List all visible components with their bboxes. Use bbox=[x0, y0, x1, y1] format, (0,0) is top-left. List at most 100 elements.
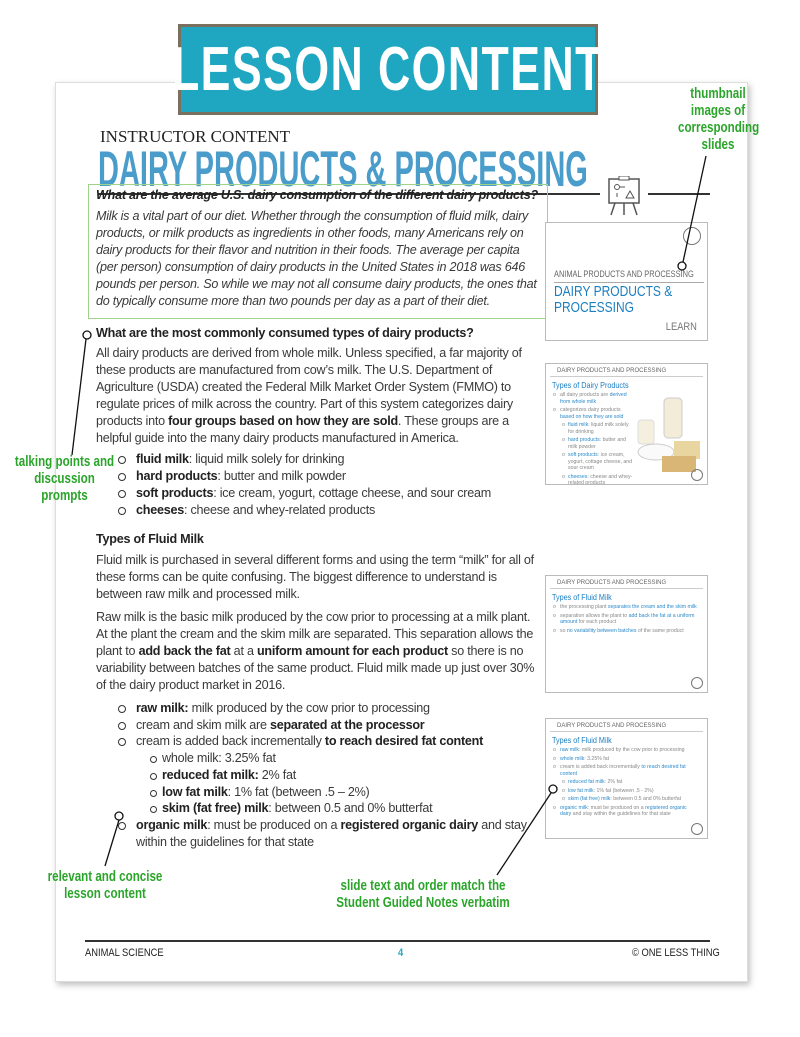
emphasis-text: low fat milk bbox=[568, 787, 594, 794]
emphasis-text: organic milk bbox=[560, 804, 588, 811]
slide-heading: Types of Fluid Milk bbox=[551, 735, 612, 745]
text-run: : between 0.5 and 0% butterfat bbox=[610, 796, 682, 802]
annotation-talking-points: talking points and discussion prompts bbox=[14, 454, 115, 504]
text-run: : ice cream, yogurt, cottage cheese, and… bbox=[568, 452, 633, 471]
annotation-thumbnails: thumbnail images of corresponding slides bbox=[678, 86, 760, 153]
lesson-text-column: What are the average U.S. dairy consumpt… bbox=[88, 184, 548, 850]
slide-kicker: DAIRY PRODUCTS AND PROCESSING bbox=[550, 576, 703, 589]
emphasis-text: registered organic dairy bbox=[340, 817, 479, 832]
list-item: cream is added back incrementally to rea… bbox=[118, 733, 542, 750]
list-item: hard products: butter and milk powder bbox=[118, 468, 542, 485]
text-run: : 2% fat bbox=[604, 779, 623, 785]
sub-list-item: low fat milk: 1% fat (between .5 – 2%) bbox=[150, 784, 542, 801]
text-run: . These groups are a helpful guide into … bbox=[96, 414, 509, 445]
emphasis-text: whole milk bbox=[560, 755, 585, 762]
list-item: cheeses: cheese and whey-related product… bbox=[118, 502, 542, 519]
emphasis-text: separated at the processor bbox=[269, 717, 425, 732]
slide-bullet: separation allows the plant to add back … bbox=[546, 613, 707, 628]
emphasis-text: raw milk bbox=[560, 747, 580, 753]
slide-bullet: cheeses: cheese and whey-related product… bbox=[546, 473, 641, 485]
sub-list-item: skim (fat free) milk: between 0.5 and 0%… bbox=[150, 800, 542, 817]
slide-bullet: organic milk: must be produced on a regi… bbox=[546, 805, 707, 820]
page-number: 4 bbox=[398, 947, 404, 959]
text-run: : liquid milk solely for drinking bbox=[568, 422, 629, 435]
slide-bullet: whole milk: 3.25% fat bbox=[546, 756, 707, 765]
banner-title: LESSON CONTENT bbox=[172, 35, 604, 104]
slide-bullet: so no variability between batches of the… bbox=[546, 628, 707, 637]
lesson-content-banner: LESSON CONTENT bbox=[172, 24, 602, 115]
emphasis-text: organic milk bbox=[136, 817, 208, 832]
emphasis-text: soft products bbox=[568, 452, 598, 458]
text-run: for each product bbox=[577, 619, 617, 625]
footer-copyright: © ONE LESS THING bbox=[632, 947, 720, 959]
text-run: milk produced by the cow prior to proces… bbox=[188, 701, 430, 715]
seal-icon bbox=[691, 823, 703, 835]
emphasis-text: based on how they are sold bbox=[560, 413, 624, 420]
emphasis-text: reduced fat milk: bbox=[162, 767, 259, 782]
emphasis-text: reduced fat milk bbox=[568, 779, 605, 785]
callout-question: What are the average U.S. dairy consumpt… bbox=[96, 188, 538, 202]
text-run: : must be produced on a bbox=[207, 817, 341, 832]
emphasis-text: separates the cream and the skim milk bbox=[607, 604, 697, 610]
text-run: the processing plant bbox=[560, 604, 608, 610]
seal-icon bbox=[691, 469, 703, 481]
footer-rule bbox=[85, 940, 710, 942]
text-run: so there is no variability between batch… bbox=[96, 644, 535, 692]
text-run: : 3.25% fat bbox=[584, 755, 610, 762]
list-item: soft products: ice cream, yogurt, cottag… bbox=[118, 485, 542, 502]
emphasis-text: to reach desired fat content bbox=[324, 734, 484, 749]
slide-bullet: soft products: ice cream, yogurt, cottag… bbox=[546, 452, 641, 474]
text-run: : milk produced by the cow prior to proc… bbox=[579, 747, 685, 753]
text-run: : between 0.5 and 0% butterfat bbox=[268, 801, 433, 816]
sub-list-item: whole milk: 3.25% fat bbox=[150, 750, 542, 767]
text-run: : 1% fat (between .5 - 2%) bbox=[593, 787, 654, 794]
slide-bullet: fluid milk: liquid milk solely for drink… bbox=[546, 422, 641, 437]
emphasis-text: no variability between batches bbox=[566, 627, 637, 634]
footer-course: ANIMAL SCIENCE bbox=[85, 947, 164, 959]
section-paragraph: Raw milk is the basic milk produced by t… bbox=[96, 609, 542, 694]
slide-bullet: categorizes dairy products based on how … bbox=[546, 407, 641, 422]
text-run: separation allows the plant to bbox=[560, 612, 629, 619]
emphasis-text: uniform amount for each product bbox=[256, 644, 448, 658]
list-item: organic milk: must be produced on a regi… bbox=[118, 817, 542, 850]
section-heading: What are the most commonly consumed type… bbox=[96, 326, 474, 340]
emphasis-text: registered organic dairy bbox=[560, 804, 687, 818]
text-run: cream and skim milk are bbox=[136, 717, 270, 732]
callout-paragraph: Milk is a vital part of our diet. Whethe… bbox=[96, 208, 540, 310]
text-run: : cheese and whey-related products bbox=[568, 473, 633, 485]
section-paragraph: Fluid milk is purchased in several diffe… bbox=[96, 552, 542, 603]
text-run: cream is added back incrementally bbox=[136, 734, 325, 749]
slide-tag: LEARN bbox=[666, 321, 698, 333]
slide-kicker: DAIRY PRODUCTS AND PROCESSING bbox=[550, 364, 703, 377]
text-run: Milk is a vital part of our diet. Whethe… bbox=[96, 209, 537, 308]
list-item: cream and skim milk are separated at the… bbox=[118, 717, 542, 734]
slide-bullet: cream is added back incrementally to rea… bbox=[546, 764, 707, 779]
emphasis-text: raw milk: bbox=[136, 701, 189, 715]
text-run: : butter and milk powder bbox=[568, 437, 626, 450]
section-heading: Types of Fluid Milk bbox=[96, 532, 204, 546]
text-run: All dairy products are derived from whol… bbox=[96, 346, 522, 428]
text-run: so bbox=[560, 627, 567, 634]
slide-bullet: skim (fat free) milk: between 0.5 and 0%… bbox=[546, 796, 707, 805]
emphasis-text: fluid milk bbox=[568, 422, 589, 428]
emphasis-text: add back the fat bbox=[138, 644, 231, 658]
text-run: : ice cream, yogurt, cottage cheese, and… bbox=[213, 486, 491, 500]
emphasis-text: add back the fat at a uniform amount bbox=[560, 612, 695, 626]
page-title: DAIRY PRODUCTS & PROCESSING bbox=[98, 141, 588, 197]
fluid-milk-list: raw milk: milk produced by the cow prior… bbox=[118, 700, 542, 850]
text-run: Fluid milk is purchased in several diffe… bbox=[96, 553, 534, 601]
emphasis-text: cheeses bbox=[568, 473, 588, 480]
slide-bullet: reduced fat milk: 2% fat bbox=[546, 779, 707, 788]
text-run: categorizes dairy products bbox=[560, 407, 621, 413]
slide-bullet: low fat milk: 1% fat (between .5 - 2%) bbox=[546, 788, 707, 797]
text-run: at a bbox=[230, 644, 257, 658]
annotation-relevant-content: relevant and concise lesson content bbox=[47, 869, 163, 902]
slide-title: DAIRY PRODUCTS & PROCESSING bbox=[554, 283, 673, 316]
seal-icon bbox=[683, 227, 701, 245]
seal-icon bbox=[691, 677, 703, 689]
slide-bullet: hard products: butter and milk powder bbox=[546, 437, 641, 452]
emphasis-text: hard products bbox=[136, 469, 218, 483]
